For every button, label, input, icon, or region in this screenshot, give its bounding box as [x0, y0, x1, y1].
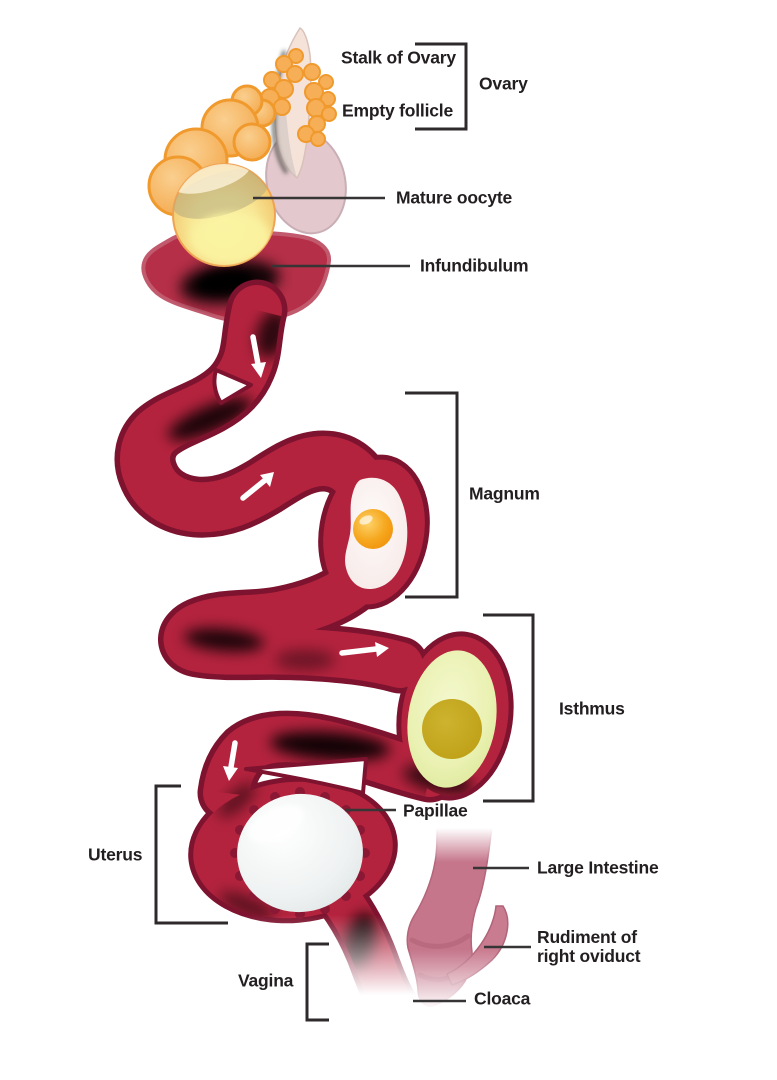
label-mature-oocyte: Mature oocyte	[396, 187, 513, 208]
uterus-egg	[237, 793, 363, 913]
label-empty-follicle: Empty follicle	[342, 100, 453, 121]
magnum-yolk	[353, 509, 393, 549]
arrow-down-icon	[250, 334, 266, 378]
small-follicles	[260, 48, 337, 147]
isthmus-yolk	[422, 699, 482, 759]
tube-fold-notches	[212, 368, 368, 795]
ovary-cluster	[147, 27, 347, 235]
bracket-uterus	[154, 784, 228, 925]
label-vagina: Vagina	[238, 970, 294, 991]
label-large-intestine: Large Intestine	[537, 857, 659, 878]
bracket-isthmus	[483, 613, 535, 803]
label-isthmus: Isthmus	[559, 698, 625, 719]
magnum-egg	[345, 477, 408, 590]
mature-oocyte-sphere	[172, 163, 276, 267]
label-papillae: Papillae	[403, 800, 468, 821]
leader-lines	[253, 196, 531, 1003]
isthmus-egg	[407, 650, 497, 788]
flow-arrows	[223, 334, 389, 781]
arrow-down-icon	[223, 740, 238, 781]
label-rudiment-of-right-oviduct: Rudiment of right oviduct	[537, 927, 641, 966]
tube-shading	[168, 309, 474, 972]
label-infundibulum: Infundibulum	[420, 255, 529, 276]
label-stalk-of-ovary: Stalk of Ovary	[341, 47, 456, 68]
arrow-up-right-icon	[240, 472, 274, 501]
bracket-magnum	[405, 391, 459, 599]
bracket-vagina	[305, 942, 329, 1022]
bracket-ovary	[415, 42, 468, 131]
label-rudiment-line2: right oviduct	[537, 946, 641, 966]
label-rudiment-line1: Rudiment of	[537, 927, 637, 948]
label-cloaca: Cloaca	[474, 988, 531, 1009]
label-magnum: Magnum	[469, 483, 540, 504]
brackets	[154, 42, 535, 1022]
label-uterus: Uterus	[88, 844, 143, 865]
arrow-right-icon	[339, 642, 389, 657]
label-ovary: Ovary	[479, 73, 528, 94]
